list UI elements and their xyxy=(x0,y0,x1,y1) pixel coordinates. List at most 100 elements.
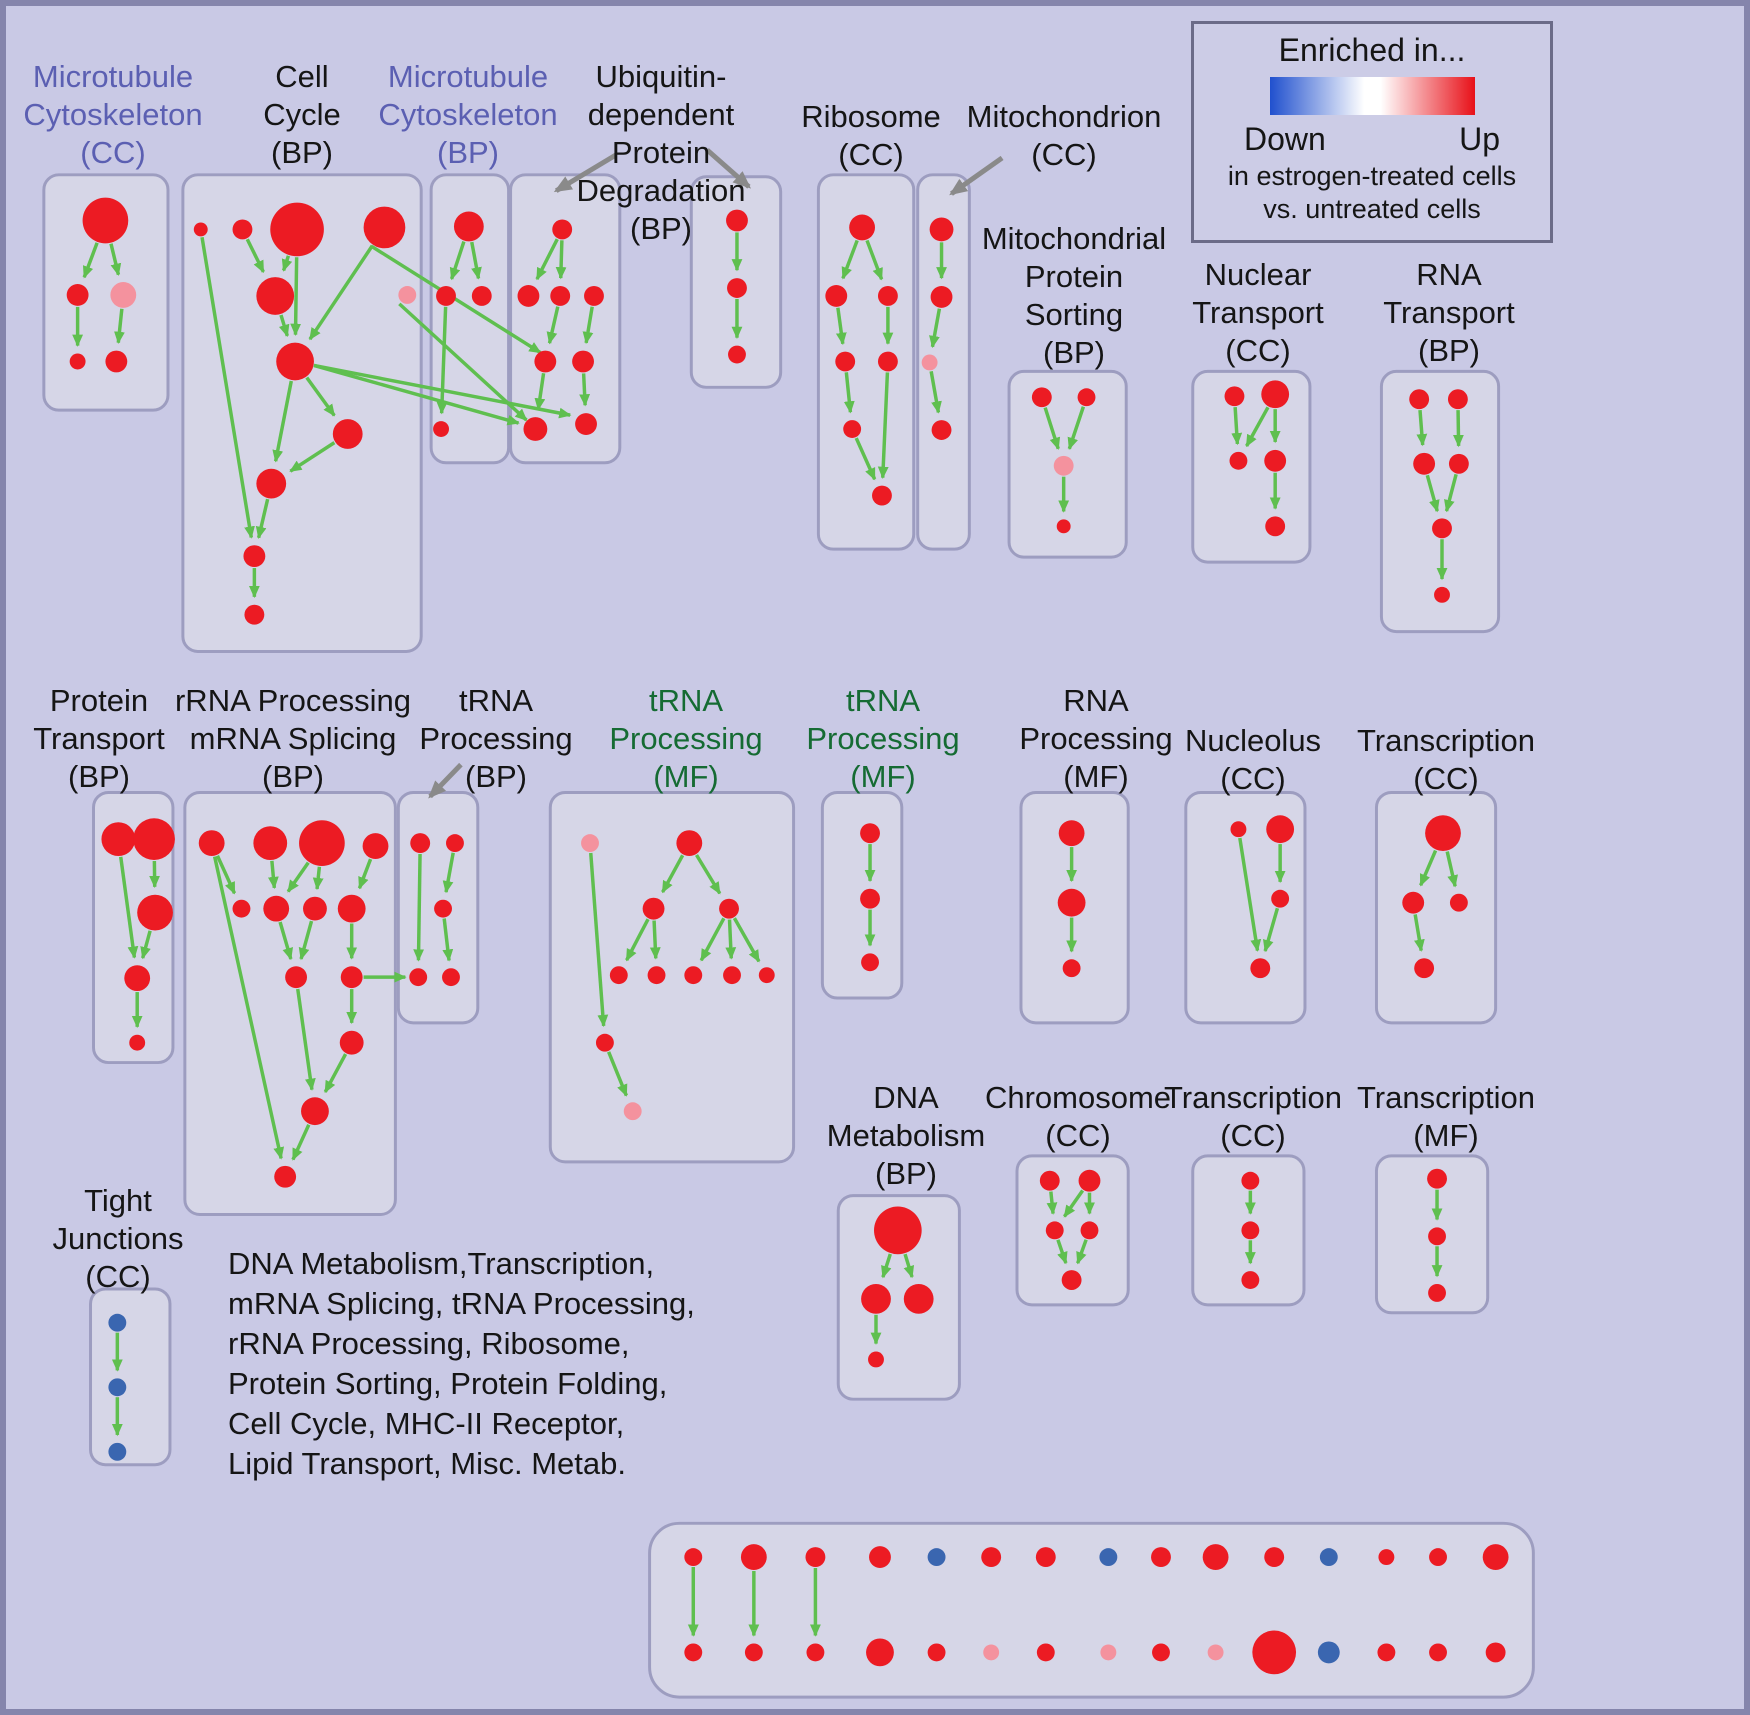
nodes-layer xyxy=(66,197,1509,1675)
go-term-node xyxy=(1056,519,1071,534)
go-term-node xyxy=(133,818,175,860)
edge xyxy=(877,372,890,479)
go-term-node xyxy=(684,1548,703,1567)
edge xyxy=(661,854,685,894)
go-term-node xyxy=(1429,1643,1447,1662)
go-term-node xyxy=(921,354,938,371)
edge xyxy=(1056,1239,1068,1265)
annotation-arrow xyxy=(705,148,752,189)
go-term-node xyxy=(110,282,137,308)
cross-cluster-edge xyxy=(370,244,542,355)
go-term-node xyxy=(869,1546,891,1568)
go-term-node xyxy=(193,222,208,237)
go-term-node xyxy=(874,1206,922,1255)
go-term-node xyxy=(642,897,665,920)
go-term-node xyxy=(609,966,628,985)
go-term-node xyxy=(983,1644,1000,1661)
edge xyxy=(1416,409,1428,447)
edge xyxy=(200,236,255,539)
go-term-node xyxy=(129,1034,146,1051)
nuclear-transport-cc-box xyxy=(1191,369,1312,564)
legend: Enriched in... Down Up in estrogen-treat… xyxy=(1191,21,1553,243)
edge xyxy=(1043,407,1061,450)
edge xyxy=(854,437,877,481)
go-term-node xyxy=(517,285,540,307)
go-term-node xyxy=(303,896,327,921)
edge xyxy=(119,856,139,959)
go-term-node xyxy=(758,967,775,984)
go-term-node xyxy=(877,286,898,306)
go-term-node xyxy=(1241,1221,1260,1240)
edge xyxy=(1262,907,1280,953)
edge xyxy=(278,921,293,961)
go-term-node xyxy=(253,826,288,860)
edge xyxy=(1245,406,1270,448)
go-term-node xyxy=(1449,893,1468,912)
edge xyxy=(929,308,942,349)
go-term-node xyxy=(805,1547,826,1568)
edge xyxy=(1076,1239,1088,1265)
cross-cluster-edge xyxy=(313,363,572,419)
go-term-node xyxy=(337,894,366,923)
go-term-node xyxy=(1266,815,1295,844)
dna-metabolism-bp-box xyxy=(836,1194,961,1401)
go-term-node xyxy=(232,219,253,240)
edge xyxy=(290,257,302,336)
edge xyxy=(534,373,546,411)
edge xyxy=(312,866,324,891)
mitochondrion-cc-box xyxy=(916,173,971,551)
go-term-node xyxy=(860,823,880,844)
go-term-node xyxy=(363,206,406,249)
merged-categories-line: Lipid Transport, Misc. Metab. xyxy=(228,1446,626,1481)
go-term-node xyxy=(82,197,129,244)
go-term-node xyxy=(101,822,136,857)
go-term-node xyxy=(861,953,879,972)
go-term-node xyxy=(868,1351,884,1368)
go-term-node xyxy=(270,202,324,257)
go-term-node xyxy=(861,1283,891,1314)
edge xyxy=(357,858,373,890)
go-term-node xyxy=(339,1030,364,1055)
merged-categories-line: DNA Metabolism,Transcription, xyxy=(228,1246,655,1281)
go-term-node xyxy=(124,965,151,992)
go-term-node xyxy=(575,413,597,435)
legend-subtitle-line1: in estrogen-treated cells xyxy=(1227,161,1517,191)
go-term-node xyxy=(1036,1643,1055,1662)
go-term-node xyxy=(1224,386,1245,407)
edge xyxy=(140,930,152,960)
go-term-node xyxy=(552,219,573,240)
go-term-node xyxy=(436,286,456,306)
go-term-node xyxy=(872,485,892,506)
go-term-node xyxy=(471,286,492,306)
legend-up-label: Up xyxy=(1459,121,1500,157)
edge xyxy=(1419,849,1438,887)
go-term-node xyxy=(1402,891,1425,914)
go-term-node xyxy=(108,1378,127,1397)
microtubule-cytoskeleton-cc-box xyxy=(42,173,170,412)
go-term-node xyxy=(1319,1548,1338,1567)
rna-transport-bp-box xyxy=(1379,369,1501,634)
go-term-node xyxy=(1080,1221,1099,1240)
go-term-node xyxy=(550,286,571,306)
edge xyxy=(442,852,455,894)
annotation-arrow xyxy=(949,155,1004,196)
go-term-node xyxy=(362,833,389,859)
go-term-node xyxy=(1100,1644,1117,1661)
edge xyxy=(725,919,737,960)
legend-subtitle-line2: vs. untreated cells xyxy=(1263,194,1481,224)
go-term-node xyxy=(1428,1283,1446,1302)
go-term-node xyxy=(723,966,741,985)
go-term-node xyxy=(727,278,747,298)
network-diagram xyxy=(42,148,1535,1699)
go-term-node xyxy=(584,286,604,306)
edge xyxy=(555,240,567,280)
go-term-node xyxy=(1434,586,1450,603)
go-term-node xyxy=(1425,815,1461,852)
go-term-node xyxy=(299,820,345,866)
legend-gradient-bar xyxy=(1269,77,1475,115)
go-term-node xyxy=(860,888,880,909)
edge xyxy=(843,372,855,414)
go-term-node xyxy=(806,1643,825,1662)
edge xyxy=(695,854,722,895)
edge xyxy=(1231,407,1243,446)
